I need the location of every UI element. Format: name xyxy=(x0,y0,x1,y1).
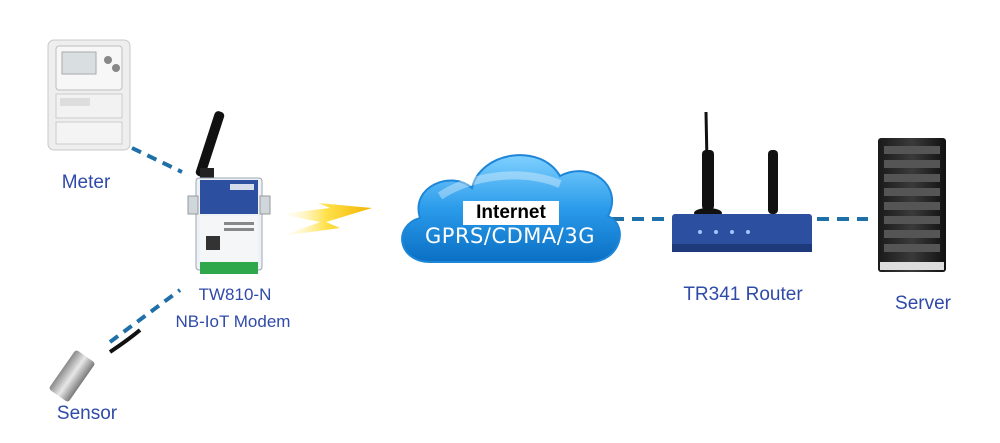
cloud-title: Internet xyxy=(463,201,559,225)
sensor-icon xyxy=(49,328,142,402)
server-icon xyxy=(878,138,946,272)
modem-icon xyxy=(187,111,271,274)
server-label: Server xyxy=(895,293,951,314)
router-icon xyxy=(672,111,812,252)
sensor-label: Sensor xyxy=(56,403,118,424)
modem-description-label: NB-IoT Modem xyxy=(175,312,291,331)
connector-sensor-modem xyxy=(108,288,182,344)
modem-name-label: TW810-N xyxy=(198,285,272,304)
meter-icon xyxy=(47,39,131,151)
connector-meter-modem xyxy=(131,146,183,174)
router-label: TR341 Router xyxy=(683,284,803,305)
meter-label: Meter xyxy=(61,172,111,193)
lightning-icon xyxy=(280,203,372,236)
cloud-subtitle: GPRS/CDMA/3G xyxy=(425,224,595,248)
